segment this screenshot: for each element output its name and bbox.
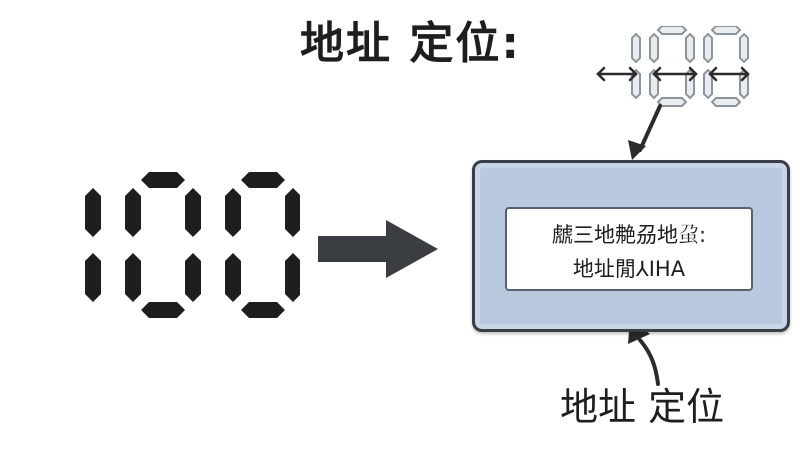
caption-label: 地址 定位 xyxy=(560,385,725,429)
digit-0 xyxy=(125,172,201,318)
arrow-down-icon xyxy=(628,104,662,160)
segment-b xyxy=(185,188,201,237)
segment-f xyxy=(125,188,141,237)
segment-a xyxy=(656,26,688,35)
segment-d xyxy=(710,97,742,107)
screen-text-line-2: 地址閒⅄IHA xyxy=(572,257,686,281)
segment-d xyxy=(241,302,285,318)
digit-0 xyxy=(225,172,300,318)
screen-text-line-1: 虤三地艴刕地𧈦: xyxy=(551,223,707,247)
segment-f xyxy=(225,188,241,237)
segment-f xyxy=(649,32,659,64)
digit-0 xyxy=(703,26,749,107)
segment-a xyxy=(141,172,185,188)
segment-e xyxy=(125,253,141,302)
segment-c xyxy=(739,68,749,100)
segment-d xyxy=(141,302,185,318)
segment-f xyxy=(703,32,713,64)
segment-e xyxy=(649,68,659,100)
device-screen: 虤三地艴刕地𧈦: 地址閒⅄IHA xyxy=(505,207,753,291)
segment-b xyxy=(285,188,300,237)
segment-a xyxy=(710,26,742,35)
big-seven-segment-number xyxy=(85,172,300,318)
segment-c xyxy=(685,68,695,100)
segment-b xyxy=(631,32,641,64)
segment-c xyxy=(85,253,101,302)
digit-1 xyxy=(631,32,641,100)
segment-b xyxy=(685,32,695,64)
segment-a xyxy=(241,172,285,188)
segment-e xyxy=(703,68,713,100)
segment-c xyxy=(185,253,201,302)
display-device: 虤三地艴刕地𧈦: 地址閒⅄IHA xyxy=(472,160,790,332)
small-seven-segment-number xyxy=(631,26,749,107)
segment-d xyxy=(656,97,688,107)
digit-0 xyxy=(649,26,695,107)
segment-c xyxy=(631,68,641,100)
segment-c xyxy=(285,253,300,302)
segment-b xyxy=(739,32,749,64)
diagram-title: 地址 定位: xyxy=(300,18,521,69)
arrow-right-icon xyxy=(318,220,438,278)
segment-e xyxy=(225,253,241,302)
segment-b xyxy=(85,188,101,237)
digit-1 xyxy=(85,188,101,302)
